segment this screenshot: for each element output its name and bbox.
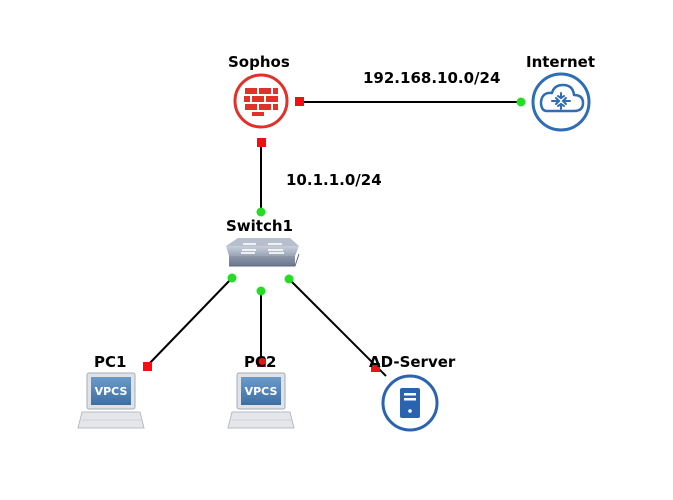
status-started-marker: [516, 97, 526, 107]
server-icon[interactable]: [381, 374, 439, 432]
links: [146, 101, 520, 377]
status-started-marker: [256, 286, 266, 296]
link-status-markers: [143, 97, 526, 372]
status-started-marker: [227, 273, 237, 283]
status-stopped-marker: [143, 362, 152, 371]
vpcs-badge: VPCS: [244, 385, 278, 398]
cloud-icon[interactable]: [531, 72, 591, 132]
subnet-label-lan: 10.1.1.0/24: [286, 171, 382, 189]
link-switch1-pc1[interactable]: [146, 277, 233, 367]
status-stopped-marker: [257, 358, 266, 367]
node-label-pc2: PC2: [244, 353, 277, 371]
vpcs-laptop-icon[interactable]: [77, 372, 145, 429]
switch-icon[interactable]: [226, 238, 300, 267]
node-label-sophos: Sophos: [228, 53, 290, 71]
node-label-switch1: Switch1: [226, 217, 293, 235]
status-started-marker: [284, 274, 294, 284]
node-label-internet: Internet: [526, 53, 596, 71]
vpcs-badge: VPCS: [94, 385, 128, 398]
firewall-icon[interactable]: [233, 73, 289, 129]
status-stopped-marker: [257, 138, 266, 147]
vpcs-laptop-icon[interactable]: [227, 372, 295, 429]
link-switch1-adserver[interactable]: [288, 278, 387, 377]
status-stopped-marker: [371, 363, 380, 372]
node-label-adserver: AD-Server: [369, 353, 456, 371]
subnet-label-wan: 192.168.10.0/24: [363, 69, 501, 87]
node-label-pc1: PC1: [94, 353, 127, 371]
status-stopped-marker: [295, 97, 304, 106]
status-started-marker: [256, 207, 266, 217]
